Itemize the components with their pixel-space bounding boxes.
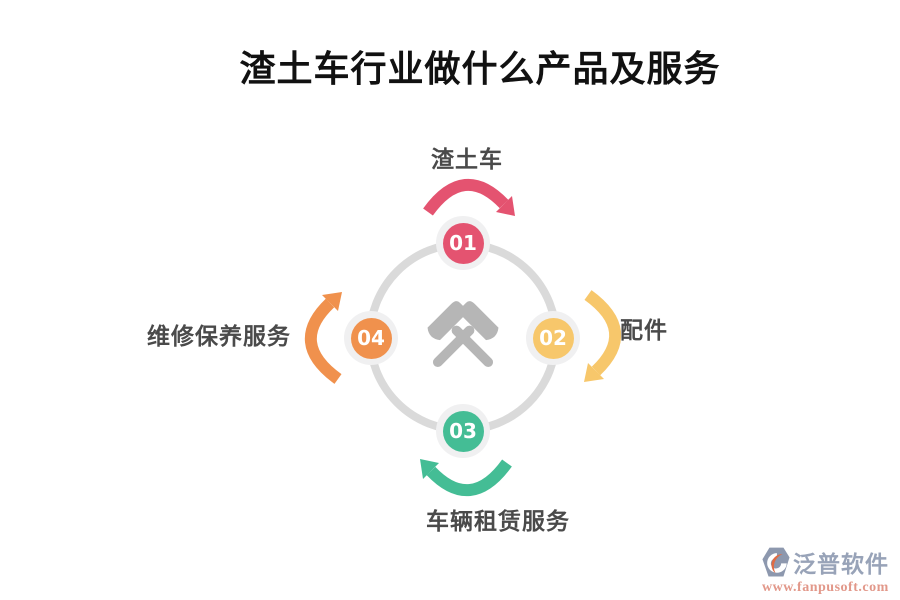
flow-arrow-top-arc bbox=[423, 178, 509, 216]
node-03-badge: 03 bbox=[442, 410, 484, 452]
flow-arrow-right-arc bbox=[584, 290, 622, 376]
node-03: 03 bbox=[436, 404, 490, 458]
flow-arrow-right-head bbox=[584, 363, 604, 382]
crossed-hammers-icon bbox=[427, 301, 499, 368]
flow-arrow-right bbox=[584, 290, 622, 382]
flow-arrow-left-head bbox=[322, 292, 342, 311]
flow-arrow-bottom-arc bbox=[426, 459, 512, 497]
label-vehicle-rental-service: 车辆租赁服务 bbox=[426, 509, 570, 535]
hammer-right bbox=[432, 301, 499, 368]
label-parts: 配件 bbox=[620, 318, 668, 344]
flow-arrow-bottom bbox=[420, 459, 512, 497]
node-02-badge: 02 bbox=[532, 317, 574, 359]
node-01: 01 bbox=[436, 216, 490, 270]
brand-name: 泛普软件 bbox=[793, 551, 889, 578]
flow-arrow-bottom-head bbox=[420, 459, 439, 479]
node-04: 04 bbox=[344, 311, 398, 365]
page-title: 渣土车行业做什么产品及服务 bbox=[239, 49, 721, 90]
brand-website: www.fanpusoft.com bbox=[762, 580, 889, 595]
flow-arrow-left bbox=[304, 292, 342, 384]
brand-logo-icon bbox=[762, 547, 790, 577]
node-01-badge: 01 bbox=[442, 222, 484, 264]
node-02: 02 bbox=[526, 311, 580, 365]
brand-watermark: 泛普软件 www.fanpusoft.com bbox=[762, 545, 898, 596]
flow-arrow-top-head bbox=[496, 196, 515, 216]
flow-arrow-left-arc bbox=[304, 298, 342, 384]
flow-arrow-top bbox=[423, 178, 515, 216]
label-maintenance-service: 维修保养服务 bbox=[147, 324, 291, 350]
label-muck-truck: 渣土车 bbox=[431, 147, 503, 173]
node-04-badge: 04 bbox=[350, 317, 392, 359]
